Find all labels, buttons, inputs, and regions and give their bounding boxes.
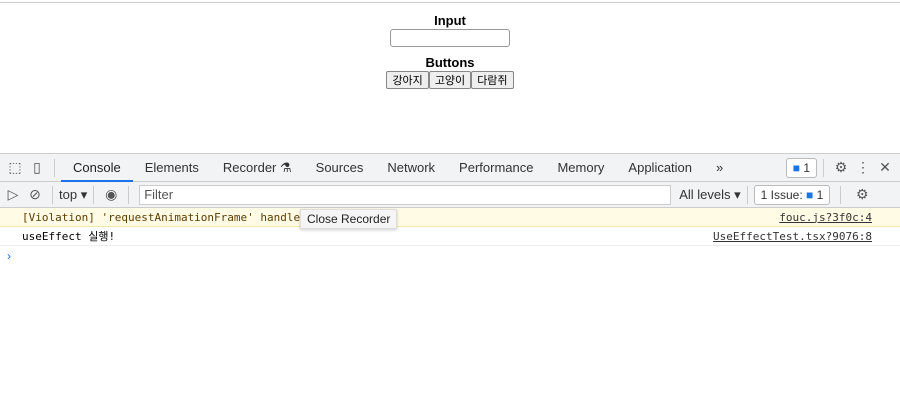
buttons-heading: Buttons	[425, 55, 475, 70]
dog-button[interactable]: 강아지	[386, 71, 429, 89]
tab-elements[interactable]: Elements	[144, 159, 199, 175]
source-link[interactable]: UseEffectTest.tsx?9076:8	[713, 229, 872, 243]
issues-count: 1	[816, 187, 824, 202]
tab-network[interactable]: Network	[387, 159, 436, 175]
devtools-panel: ⬚ ▯ Console Elements Recorder ⚗ Sources …	[0, 153, 900, 417]
message-icon: ■	[792, 160, 800, 175]
devtools-tabbar: ⬚ ▯ Console Elements Recorder ⚗ Sources …	[0, 154, 900, 182]
levels-value: All levels	[679, 186, 731, 202]
source-link[interactable]: fouc.js?3f0c:4	[779, 210, 872, 224]
divider	[93, 185, 95, 204]
tab-recorder[interactable]: Recorder ⚗	[211, 154, 304, 182]
levels-select[interactable]: All levels ▾	[679, 186, 741, 202]
close-icon[interactable]: ✕	[879, 159, 891, 175]
clear-console-icon[interactable]: ⊘	[29, 186, 41, 202]
message-text: useEffect 실행!	[22, 230, 116, 243]
more-options-icon[interactable]: ⋮	[856, 159, 870, 175]
tab-console[interactable]: Console	[61, 154, 133, 182]
eye-icon[interactable]: ◉	[105, 186, 118, 202]
input-heading: Input	[434, 13, 466, 28]
settings-gear-icon[interactable]: ⚙	[834, 159, 848, 175]
text-input[interactable]	[390, 29, 510, 47]
more-tabs-button[interactable]: »	[716, 159, 724, 175]
tab-recorder-label: Recorder	[222, 159, 277, 175]
divider	[128, 185, 130, 204]
flask-icon: ⚗	[280, 159, 292, 175]
divider	[840, 185, 842, 204]
divider	[746, 185, 748, 204]
issues-button[interactable]: 1 Issue: ■ 1	[753, 184, 831, 205]
issues-label: 1 Issue:	[760, 187, 803, 202]
console-message-warning: [Violation] 'requestAnimationFrame' hand…	[0, 208, 900, 229]
device-toolbar-icon[interactable]: ▯	[33, 159, 41, 175]
issue-icon: ■	[806, 187, 814, 202]
tab-application[interactable]: Application	[628, 159, 693, 175]
divider	[54, 158, 55, 177]
page-content: Input Buttons 강아지 고양이 다람쥐	[0, 10, 900, 89]
cat-button[interactable]: 고양이	[428, 71, 472, 89]
divider	[823, 158, 824, 177]
console-message: useEffect 실행! UseEffectTest.tsx?9076:8	[0, 227, 900, 246]
context-select[interactable]: top ▾	[59, 186, 88, 202]
message-text: [Violation] 'requestAnimationFrame' hand…	[22, 210, 301, 224]
console-prompt[interactable]: ›	[7, 249, 11, 263]
divider	[52, 185, 53, 204]
sidebar-toggle-icon[interactable]: ▷	[7, 186, 19, 202]
inspect-element-icon[interactable]: ⬚	[8, 159, 22, 175]
filter-input[interactable]: Filter	[139, 184, 672, 205]
context-value: top	[59, 186, 78, 202]
tooltip: Close Recorder	[300, 209, 398, 229]
divider	[0, 2, 900, 3]
squirrel-button[interactable]: 다람쥐	[471, 71, 514, 89]
messages-count: 1	[803, 160, 810, 175]
console-settings-icon[interactable]: ⚙	[856, 186, 869, 202]
tab-sources[interactable]: Sources	[315, 159, 364, 175]
console-toolbar: ▷ ⊘ top ▾ ◉ Filter All levels ▾ 1 Issue:…	[0, 182, 900, 208]
messages-button[interactable]: ■ 1	[785, 157, 817, 178]
tab-performance[interactable]: Performance	[459, 159, 534, 175]
tab-memory[interactable]: Memory	[557, 159, 605, 175]
